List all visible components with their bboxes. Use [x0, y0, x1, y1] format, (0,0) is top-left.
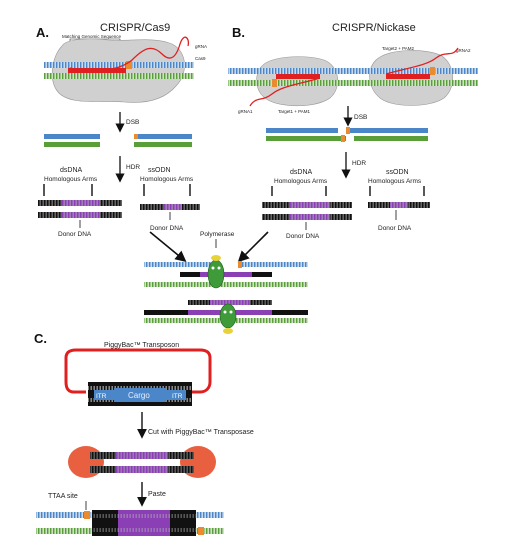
- donor-dsdna-a: [38, 200, 122, 218]
- cut-label: Cut with PiggyBac™ Transposase: [148, 429, 254, 436]
- grna1-strand: [249, 77, 321, 107]
- donor-dsdna-b: [262, 202, 352, 220]
- panel-b-title: CRISPR/Nickase: [332, 22, 416, 34]
- transposon-label: PiggyBac™ Transposon: [104, 342, 179, 349]
- dsdna-arms-label-b: Homologous Arms: [274, 178, 328, 185]
- cut-dna-a: [44, 134, 192, 147]
- repair-arrow-right: [237, 231, 269, 263]
- polymerase-label: Polymerase: [200, 231, 235, 238]
- itr-label-left: ITR: [96, 393, 107, 400]
- matching-genomic-sequence-label: Matching Genomic Sequence: [62, 34, 122, 39]
- cut-dna-b: [266, 127, 428, 142]
- grna1-label: gRNA1: [238, 109, 253, 114]
- integrated-dna: [36, 510, 224, 536]
- polymerase-bottom: [219, 303, 237, 334]
- cas9-label: Cas9: [195, 56, 206, 61]
- dsdna-label-b: dsDNA: [290, 169, 313, 176]
- cargo-label: Cargo: [128, 391, 150, 400]
- panel-a-title: CRISPR/Cas9: [100, 22, 170, 34]
- grna-strand-a: [69, 36, 190, 72]
- repair-arrow-left: [149, 231, 187, 263]
- excised-transposon: [68, 446, 216, 478]
- ssodn-arms-label-a: Homologous Arms: [140, 176, 194, 183]
- ttaa-label: TTAA site: [48, 493, 78, 500]
- donor-dna-label-b: Donor DNA: [286, 233, 320, 240]
- itr-label-right: ITR: [172, 393, 183, 400]
- grna2-strand: [385, 47, 459, 75]
- polymerase-top: [207, 255, 225, 289]
- dsdna-arms-label-a: Homologous Arms: [44, 176, 98, 183]
- piggybac-transposon: [88, 382, 192, 406]
- target2-label: Target2 + PAM2: [382, 46, 415, 51]
- dsdna-label-a: dsDNA: [60, 167, 83, 174]
- genomic-dna-b: [228, 67, 478, 87]
- transposon-loop: [64, 348, 212, 394]
- grna2-label: gRNA2: [456, 48, 471, 53]
- ssodn-b: [368, 202, 430, 208]
- donor-dna-label-a: Donor DNA: [58, 231, 92, 238]
- hdr-label-a: HDR: [126, 164, 140, 171]
- ssodn-label-b: ssODN: [386, 169, 409, 176]
- grna-label: gRNA: [195, 44, 207, 49]
- ssodn-label-a: ssODN: [148, 167, 171, 174]
- target1-label: Target1 + PAM1: [278, 109, 311, 114]
- hdr-label-b: HDR: [352, 160, 366, 167]
- panel-c-label: C.: [34, 331, 47, 346]
- panel-a-label: A.: [36, 25, 49, 40]
- donor-dna-label-b2: Donor DNA: [378, 225, 412, 232]
- repair-complex-top: [144, 261, 308, 287]
- dsb-label-b: DSB: [354, 114, 367, 121]
- donor-dna-label-a2: Donor DNA: [150, 225, 184, 232]
- ssodn-arms-label-b: Homologous Arms: [368, 178, 422, 185]
- ssodn-a: [140, 204, 200, 210]
- panel-b-label: B.: [232, 25, 245, 40]
- paste-label: Paste: [148, 491, 166, 498]
- dsb-label-a: DSB: [126, 119, 139, 126]
